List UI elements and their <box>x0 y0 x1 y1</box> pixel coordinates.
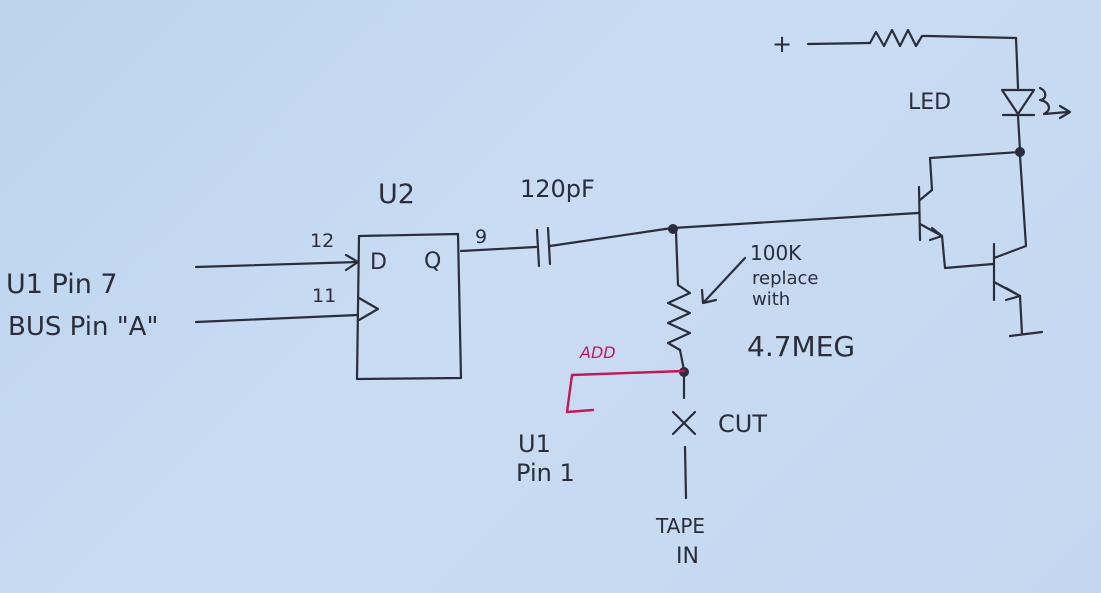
tape-in-label-2: IN <box>676 544 699 569</box>
led-label: LED <box>908 90 951 115</box>
supply-resistor <box>806 28 1020 90</box>
add-wire <box>565 369 686 414</box>
resistor-note-replace: replace <box>752 268 819 289</box>
flip-flop-u2 <box>355 232 463 381</box>
input-line-bus-a <box>194 313 360 324</box>
base-wire <box>668 211 920 234</box>
add-target-pin1: Pin 1 <box>516 459 575 487</box>
resistor-new-value-label: 4.7MEG <box>747 330 855 363</box>
cut-point <box>671 374 697 500</box>
input-label-bus-a: BUS Pin "A" <box>8 312 158 342</box>
capacitor-value-label: 120pF <box>520 175 595 203</box>
chip-name-u2: U2 <box>378 179 415 210</box>
capacitor-120pf <box>535 226 674 268</box>
q-output-label: Q <box>424 249 441 274</box>
resistor-note-with: with <box>752 289 790 310</box>
clock-input-marker <box>357 296 380 322</box>
transistor-q2 <box>992 154 1044 338</box>
transistor-q1 <box>917 150 1022 270</box>
resistor-100k <box>666 230 747 377</box>
led <box>1000 86 1072 157</box>
q-output-wire <box>459 245 538 253</box>
supply-plus-label: + <box>772 30 792 58</box>
pin-9-label: 9 <box>475 226 487 248</box>
pin-11-label: 11 <box>312 285 336 307</box>
tape-in-label-1: TAPE <box>655 514 705 538</box>
input-label-pin7: U1 Pin 7 <box>6 269 118 300</box>
ground-symbol <box>1008 330 1044 338</box>
resistor-original-label: 100K <box>750 241 802 265</box>
input-line-pin7 <box>194 253 360 272</box>
add-label: ADD <box>579 343 616 362</box>
add-target-u1: U1 <box>518 430 551 458</box>
d-input-label: D <box>370 250 387 275</box>
cut-label: CUT <box>718 410 767 438</box>
pin-12-label: 12 <box>310 230 334 252</box>
